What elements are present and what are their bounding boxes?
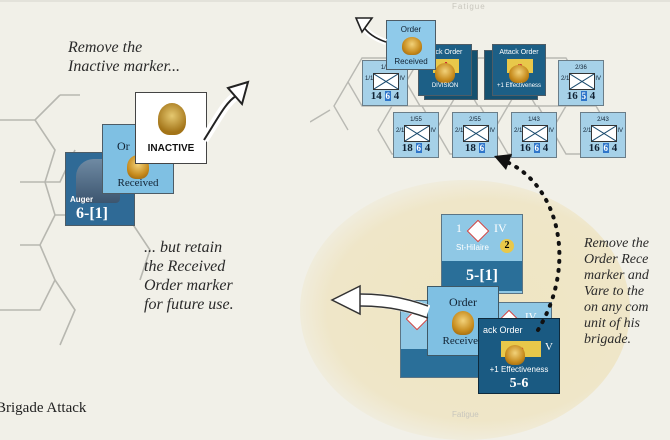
infantry-symbol-icon xyxy=(591,125,617,142)
unit-counter-2[interactable]: 2/36 2/1 IV 16 5 4 xyxy=(558,60,604,106)
attack-order-eagle-icon-2 xyxy=(509,65,529,83)
unit-counter-3[interactable]: 1/55 2/1 IV 18 6 4 xyxy=(393,112,439,158)
attack-order-effectiveness[interactable]: Attack Order a +1 Effectiveness xyxy=(492,44,546,96)
infantry-symbol-icon xyxy=(522,125,548,142)
faint-fatigue-top: Fatigue xyxy=(452,2,486,11)
inactive-eagle-icon xyxy=(158,103,186,135)
faint-fatigue-bottom: Fatigue xyxy=(452,410,479,419)
inactive-label: INACTIVE xyxy=(147,143,195,154)
attack-order-eagle-icon xyxy=(435,63,455,83)
infantry-symbol-icon xyxy=(373,73,399,90)
general-value: 6-[1] xyxy=(76,205,108,222)
dotted-arrow-icon xyxy=(494,154,562,332)
unit-counter-1[interactable]: 1/1 1/1 IV 14 6 4 xyxy=(362,60,408,106)
footer-label: Brigade Attack xyxy=(0,400,87,416)
lower-attack-order[interactable]: ack Order a V +1 Effectiveness 5-6 xyxy=(478,318,560,394)
infantry-symbol-icon xyxy=(569,73,595,90)
remove-arrow-icon xyxy=(200,80,250,143)
division-badge: 2 xyxy=(500,239,514,253)
infantry-symbol-icon xyxy=(463,125,489,142)
division-corps: IV xyxy=(494,221,507,235)
unit-counter-6[interactable]: 2/43 2/1 IV 16 6 4 xyxy=(580,112,626,158)
caption-remove-inactive: Remove the Inactive marker... xyxy=(68,39,180,75)
big-left-arrow-icon xyxy=(330,284,430,319)
division-num: 1 xyxy=(456,221,462,235)
lower-mid-corps: IV xyxy=(525,311,537,323)
general-name: Auger xyxy=(70,195,94,204)
caption-remove-order-received: Remove the Order Rece marker and Vare to… xyxy=(584,236,649,347)
lower-attack-eagle-icon xyxy=(505,345,525,365)
lower-order-eagle-icon xyxy=(452,311,474,335)
top-order-received[interactable]: Order Received xyxy=(386,20,436,70)
order-received-line1: Or xyxy=(117,139,130,153)
infantry-symbol-icon xyxy=(404,125,430,142)
caption-retain-received: ... but retain the Received Order marker… xyxy=(144,239,234,313)
unit-counter-5[interactable]: 1/43 2/1 IV 16 6 4 xyxy=(511,112,557,158)
top-divider xyxy=(0,0,670,2)
inactive-marker[interactable]: INACTIVE xyxy=(135,92,207,164)
unit-counter-4[interactable]: 2/55 2/1 IV 18 6 xyxy=(452,112,498,158)
top-arrow-icon xyxy=(354,17,388,45)
order-received-line2: Received xyxy=(117,177,159,189)
division-diamond-icon xyxy=(466,219,490,243)
division-name: St-Hilaire xyxy=(456,243,489,252)
top-order-eagle-icon xyxy=(402,37,422,55)
